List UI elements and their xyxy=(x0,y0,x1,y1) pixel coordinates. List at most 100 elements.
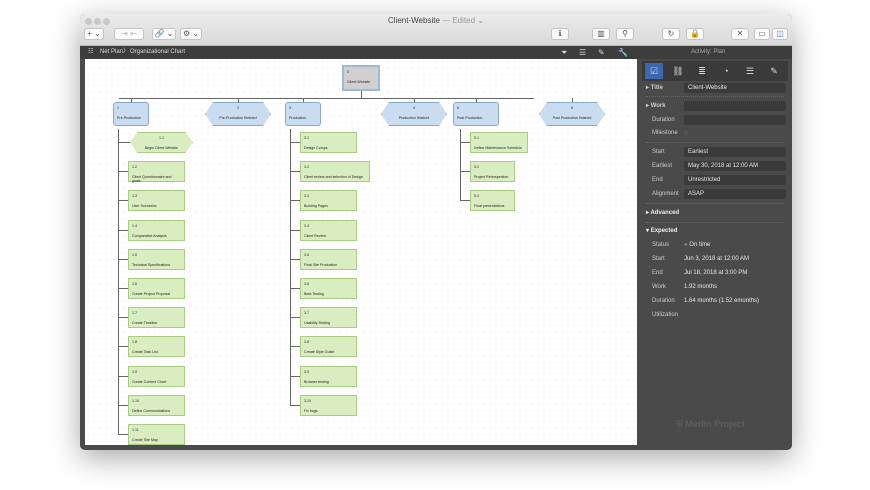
advanced-section-toggle[interactable]: ▸ Advanced xyxy=(646,210,680,216)
notes-icon[interactable]: ✎ xyxy=(770,66,778,76)
breadcrumb-current[interactable]: Organizational Chart xyxy=(130,49,186,55)
work-section-toggle[interactable]: ▸ Work xyxy=(646,103,666,109)
breadcrumb-root[interactable]: Net Plan xyxy=(100,49,124,55)
breadcrumb: ☷ Net Plan 〉 Organizational Chart ⏷ ☰ ✎ … xyxy=(80,46,792,59)
link-icon[interactable]: ⛓ xyxy=(672,66,684,76)
node-number: 3.6 xyxy=(304,282,309,286)
earliest-date-field[interactable]: May 30, 2018 at 12:00 AM xyxy=(684,161,786,171)
link-button[interactable]: 🔗 ⌄ xyxy=(152,28,176,40)
close-button[interactable] xyxy=(85,18,92,25)
earliest-label: Earliest xyxy=(652,163,673,169)
node-number: 5.2 xyxy=(474,165,479,170)
milestone-label: Milestone xyxy=(652,130,678,136)
person-icon[interactable]: ⚲ xyxy=(616,28,634,40)
merlin-logo: ⛨ Merlin Project xyxy=(676,419,745,429)
node-label: Create Timeline xyxy=(132,321,158,326)
expected-section-toggle[interactable]: ▾ Expected xyxy=(646,228,678,234)
milestone-checkbox[interactable]: ◇ xyxy=(684,130,689,136)
start-label: Start xyxy=(652,149,665,155)
info-icon[interactable]: ℹ xyxy=(551,28,569,40)
connector-line xyxy=(118,404,128,406)
task-icon[interactable]: ☑ xyxy=(645,63,663,79)
connector-line xyxy=(290,288,300,289)
brush-icon[interactable]: ✎ xyxy=(598,48,605,57)
expected-start-value: Jun 3, 2018 at 12:00 AM xyxy=(684,256,750,262)
activity-label: Activity: Plan xyxy=(691,49,726,55)
indent-button[interactable]: ⇥ ⇤ xyxy=(114,28,144,40)
progress-icon[interactable]: ◔ xyxy=(723,66,729,76)
duration-field[interactable] xyxy=(684,115,786,125)
refresh-icon[interactable]: ↻ xyxy=(662,28,680,40)
collapse-icon[interactable]: ✕ xyxy=(731,28,749,40)
node-number: 3.4 xyxy=(304,223,309,228)
outline-icon[interactable]: ☰ xyxy=(579,48,587,57)
divider xyxy=(646,96,784,97)
expected-end-value: Jul 18, 2018 at 3:00 PM xyxy=(684,270,748,276)
connector-line xyxy=(118,288,128,289)
start-select[interactable]: Earliest xyxy=(684,147,786,157)
connector-line xyxy=(290,142,300,143)
connector-line xyxy=(118,200,128,202)
bottom-pane-icon[interactable]: ▭ xyxy=(754,28,770,40)
divider xyxy=(646,203,784,204)
alignment-select[interactable]: ASAP xyxy=(684,189,786,199)
node-number: 6 xyxy=(571,106,573,110)
divider xyxy=(646,222,784,223)
title-section-toggle[interactable]: ▸ Title xyxy=(646,85,663,91)
title-field[interactable]: Client-Website xyxy=(684,83,786,93)
resources-icon[interactable]: ≣ xyxy=(698,66,706,76)
filter-icon[interactable]: ⏷ xyxy=(561,48,568,57)
connector-line xyxy=(572,98,573,102)
node-label: Final Site Production xyxy=(304,262,338,267)
work-field[interactable] xyxy=(684,101,786,111)
inspector-panel: ☑ ⛓ ≣ ◔ ☰ ✎ ▸ Title Client-Website ▸ Work… xyxy=(640,59,792,450)
wrench-icon[interactable]: 🔧 xyxy=(618,48,628,57)
side-pane-icon[interactable]: ◫ xyxy=(772,28,788,40)
connector-line xyxy=(460,200,470,202)
zoom-button[interactable] xyxy=(103,18,110,25)
node-label: Usability Testing xyxy=(304,321,330,326)
connector-line xyxy=(290,375,300,377)
list-icon[interactable]: ☰ xyxy=(745,66,755,76)
add-button[interactable]: + ⌄ xyxy=(84,28,104,40)
expected-end-label: End xyxy=(652,270,663,276)
end-select[interactable]: Unrestricted xyxy=(684,175,786,185)
library-icon[interactable]: ▥ xyxy=(592,28,610,40)
duration-label: Duration xyxy=(652,117,675,123)
lock-icon[interactable]: 🔒 xyxy=(686,28,704,40)
gear-button[interactable]: ⚙ ⌄ xyxy=(180,28,202,40)
minimize-button[interactable] xyxy=(94,18,101,25)
